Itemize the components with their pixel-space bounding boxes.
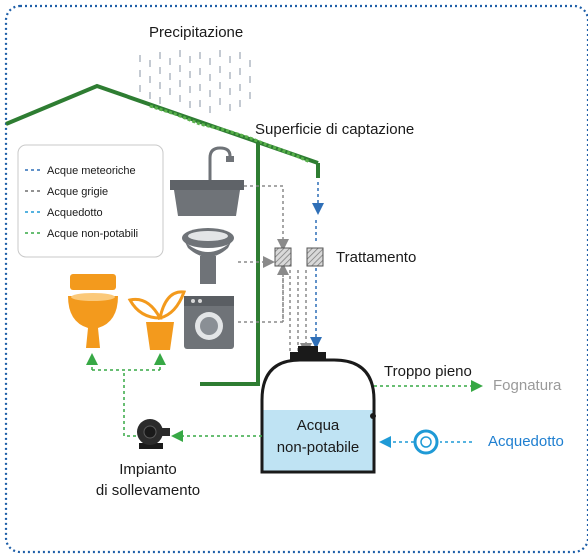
toilet-icon	[68, 274, 118, 348]
water-tank: Acqua non-potabile	[260, 346, 376, 474]
rain-icon	[139, 50, 251, 113]
treatment-label: Trattamento	[336, 249, 416, 266]
legend-item-rain: Acque meteoriche	[25, 165, 136, 177]
washing-machine-icon	[184, 296, 234, 349]
roof	[5, 83, 319, 165]
precipitation-label: Precipitazione	[149, 24, 243, 41]
tank-label-line1: Acqua	[297, 417, 340, 434]
washbasin-icon	[182, 228, 234, 284]
meter-icon	[413, 429, 439, 455]
overflow-label: Troppo pieno	[384, 363, 472, 380]
legend-label: Acque meteoriche	[47, 165, 136, 177]
legend-item-nonpotable: Acque non-potabili	[25, 228, 138, 240]
legend-label: Acque grigie	[47, 186, 108, 198]
frame-border	[4, 4, 588, 554]
legend-item-aqueduct: Acquedotto	[25, 207, 103, 219]
grass-strip	[149, 104, 311, 164]
catchment-label: Superficie di captazione	[255, 121, 414, 138]
pump-label-line2: di sollevamento	[96, 482, 200, 499]
legend-item-grey: Acque grigie	[25, 186, 108, 198]
pump-icon	[137, 419, 170, 449]
tank-label-line2: non-potabile	[277, 439, 360, 456]
sink-icon	[170, 180, 244, 216]
filter-icon	[274, 247, 292, 267]
legend-label: Acque non-potabili	[47, 228, 138, 240]
aqueduct-label: Acquedotto	[488, 433, 564, 450]
pump-label-line1: Impianto	[119, 461, 177, 478]
plant-icon	[127, 290, 187, 350]
grey-water-pipes	[238, 185, 312, 355]
legend: Acque meteoriche Acque grigie Acquedotto…	[17, 144, 164, 258]
nonpotable-pipes	[86, 353, 262, 442]
tap-icon	[208, 146, 234, 182]
filter-icon	[306, 247, 324, 267]
sewer-label: Fognatura	[493, 377, 562, 394]
legend-label: Acquedotto	[47, 207, 103, 219]
rainwater-downpipe	[310, 182, 324, 349]
